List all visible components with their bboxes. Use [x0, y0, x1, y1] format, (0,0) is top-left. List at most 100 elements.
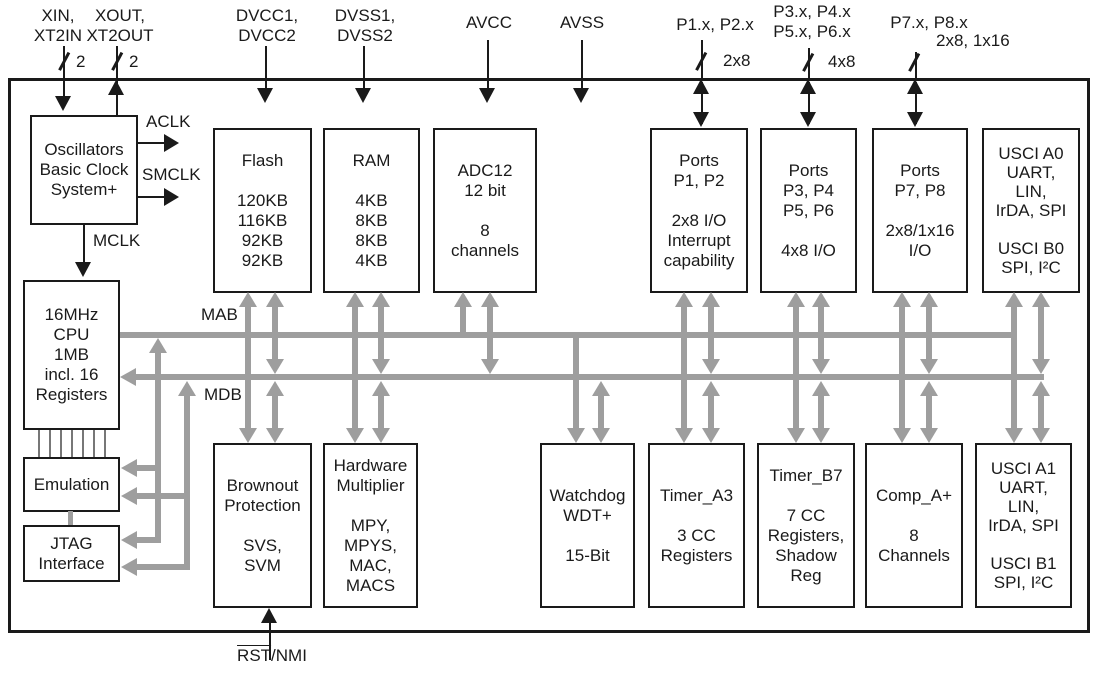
cpu-emulation-link [71, 430, 73, 457]
arrow-down-icon [372, 428, 390, 443]
arrow-up-icon [1032, 381, 1050, 396]
arrow-up-icon [239, 292, 257, 307]
pin-line-p3-p6 [808, 48, 810, 78]
bus-width-xin: 2 [76, 52, 86, 71]
arrow-down-icon [1032, 359, 1050, 374]
bus-connector [272, 306, 278, 361]
block-ports-p1-p2: Ports P1, P2 2x8 I/O Interrupt capabilit… [650, 128, 748, 293]
pin-line-p1-p2-inner [701, 82, 703, 124]
arrow-up-icon [675, 292, 693, 307]
arrow-left-icon [121, 558, 137, 576]
bus-connector [245, 306, 251, 430]
arrow-up-icon [266, 381, 284, 396]
arrow-down-icon [812, 428, 830, 443]
arrow-down-icon [479, 88, 495, 103]
arrow-up-icon [800, 79, 816, 94]
arrow-up-icon [893, 292, 911, 307]
mdb-bus [136, 374, 1044, 380]
bus-connector [1038, 306, 1044, 361]
pin-label-avss: AVSS [559, 13, 605, 32]
arrow-down-icon [893, 428, 911, 443]
signal-line-smclk [138, 196, 166, 198]
cpu-emulation-link [49, 430, 51, 457]
arrow-down-icon [346, 428, 364, 443]
block-ports-p3-p6: Ports P3, P4 P5, P6 4x8 I/O [760, 128, 857, 293]
bus-connector [708, 306, 714, 361]
arrow-down-icon [266, 359, 284, 374]
block-timer-b7: Timer_B7 7 CC Registers, Shadow Reg [757, 443, 855, 608]
pin-label-xout: XOUT, XT2OUT [86, 6, 154, 45]
arrow-down-icon [567, 428, 585, 443]
arrow-down-icon [75, 262, 91, 277]
block-timer-a3: Timer_A3 3 CC Registers [648, 443, 745, 608]
pin-label-dvss: DVSS1, DVSS2 [334, 6, 396, 45]
cpu-emulation-link [93, 430, 95, 457]
arrow-left-icon [121, 459, 137, 477]
arrow-up-icon [592, 381, 610, 396]
block-ports-p7-p8: Ports P7, P8 2x8/1x16 I/O [872, 128, 968, 293]
bus-connector [460, 306, 466, 333]
cpu-emulation-link [104, 430, 106, 457]
arrow-down-icon [920, 428, 938, 443]
pin-line-xin [63, 46, 65, 98]
pin-line-avss [581, 40, 583, 88]
chip-outline [8, 78, 1090, 633]
arrow-down-icon [1005, 428, 1023, 443]
block-jtag: JTAG Interface [23, 525, 120, 582]
arrow-down-icon [787, 428, 805, 443]
arrow-down-icon [257, 88, 273, 103]
arrow-left-icon [120, 368, 136, 386]
arrow-up-icon [1005, 292, 1023, 307]
pin-line-p1-p2 [701, 40, 703, 78]
block-comp-a: Comp_A+ 8 Channels [865, 443, 963, 608]
pin-label-dvcc: DVCC1, DVCC2 [235, 6, 299, 45]
cpu-emulation-link [60, 430, 62, 457]
arrow-up-icon [787, 292, 805, 307]
bus-connector [598, 395, 604, 430]
mab-bus [120, 332, 1017, 338]
arrow-right-icon [164, 134, 179, 152]
pin-line-p7-p8 [915, 52, 917, 78]
bus-connector [926, 395, 932, 430]
arrow-down-icon [372, 359, 390, 374]
arrow-down-icon [812, 359, 830, 374]
emulation-feed-line [137, 465, 161, 471]
bus-connector [573, 338, 579, 429]
signal-label-aclk: ACLK [146, 112, 191, 131]
block-watchdog: Watchdog WDT+ 15-Bit [540, 443, 635, 608]
arrow-down-icon [800, 112, 816, 127]
pin-label-p1-p2: P1.x, P2.x [676, 15, 754, 34]
block-oscillators: Oscillators Basic Clock System+ [30, 115, 138, 225]
bus-connector [926, 306, 932, 361]
signal-label-mclk: MCLK [93, 231, 141, 250]
arrow-up-icon [812, 381, 830, 396]
bus-connector [1011, 306, 1017, 430]
arrow-up-icon [693, 79, 709, 94]
pin-label-rst: RST/NMI [227, 646, 317, 666]
bus-connector [818, 306, 824, 361]
bus-connector [899, 306, 905, 430]
cpu-emulation-link [82, 430, 84, 457]
arrow-down-icon [55, 96, 71, 111]
arrow-down-icon [573, 88, 589, 103]
pin-line-p3-p6-inner [808, 82, 810, 124]
emulation-jtag-link [68, 511, 73, 526]
jtag-feed-line [137, 564, 190, 570]
block-adc12: ADC12 12 bit 8 channels [433, 128, 537, 293]
arrow-up-icon [178, 381, 196, 396]
block-brownout: Brownout Protection SVS, SVM [213, 443, 312, 608]
bus-label-mdb: MDB [204, 385, 242, 404]
pin-line-avcc [487, 40, 489, 88]
arrow-down-icon [702, 359, 720, 374]
rst-overline: RST [237, 646, 272, 665]
block-ram: RAM 4KB 8KB 8KB 4KB [323, 128, 420, 293]
arrow-down-icon [920, 359, 938, 374]
jtag-bus-line [184, 395, 190, 570]
block-multiplier: Hardware Multiplier MPY, MPYS, MAC, MACS [323, 443, 418, 608]
arrow-up-icon [920, 381, 938, 396]
block-flash: Flash 120KB 116KB 92KB 92KB [213, 128, 312, 293]
arrow-up-icon [261, 608, 277, 623]
arrow-down-icon [592, 428, 610, 443]
arrow-down-icon [266, 428, 284, 443]
pin-line-rst [269, 612, 271, 660]
